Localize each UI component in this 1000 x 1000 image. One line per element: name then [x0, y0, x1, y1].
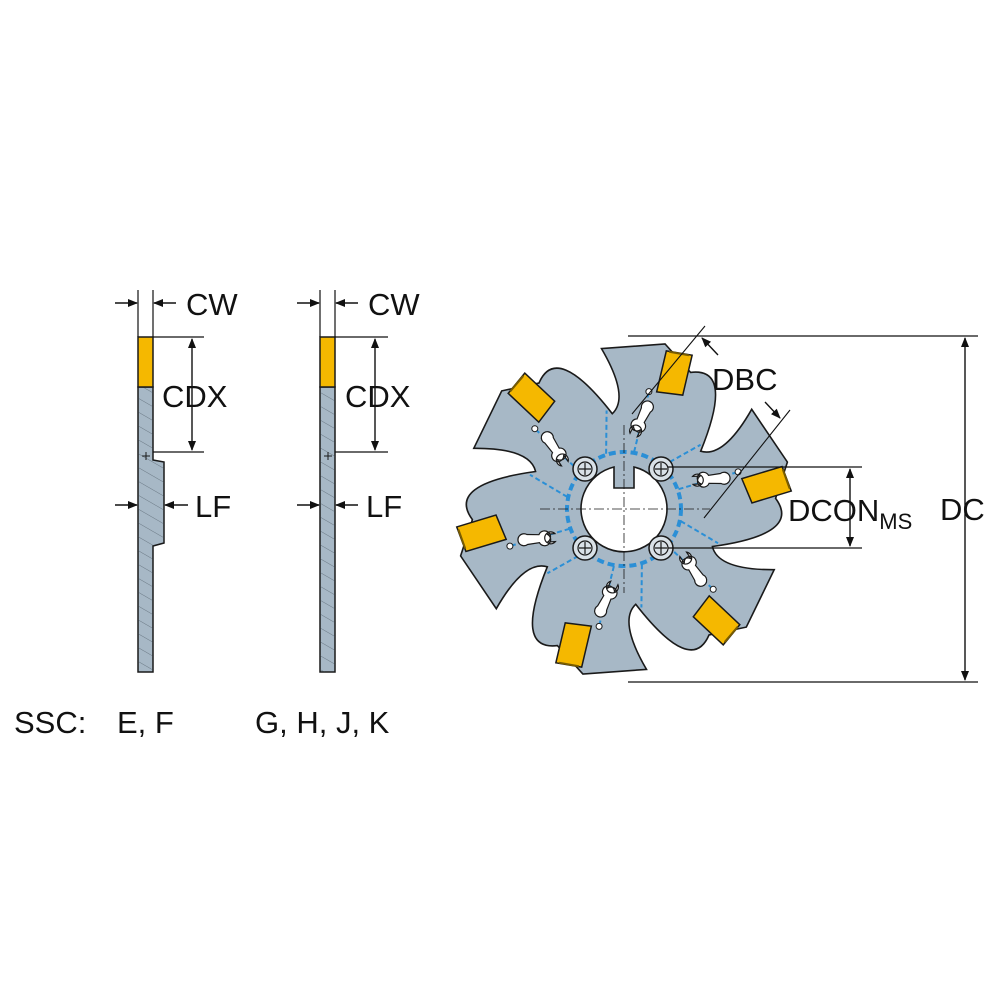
- mounting-screw-top-left: [572, 456, 598, 482]
- side-view-ef: [115, 290, 204, 673]
- coolant-channel: [680, 520, 719, 545]
- dbc-ext-upper: [631, 325, 706, 415]
- dcon-label-main: DCON: [788, 493, 880, 528]
- cutting-insert: [655, 350, 694, 396]
- mounting-screw-top-right: [648, 456, 674, 482]
- cutting-insert: [692, 594, 741, 646]
- coolant-channel: [640, 564, 643, 608]
- mounting-screw-bottom-left: [572, 535, 598, 561]
- ssc-group-ghjk: G, H, J, K: [255, 705, 390, 740]
- clamp-slot: [594, 580, 619, 618]
- cutting-insert: [455, 514, 508, 553]
- clamp-slot: [679, 551, 708, 587]
- dcon-label: DCONMS: [788, 493, 912, 533]
- coolant-nozzle: [645, 388, 653, 396]
- coolant-channel: [546, 551, 586, 575]
- dbc-arrow-lower: [764, 401, 781, 419]
- cw-label-ef: CW: [186, 287, 238, 322]
- dbc-ext-lower: [703, 409, 791, 519]
- cw-label-ghjk: CW: [368, 287, 420, 322]
- cutter-inserts: [455, 350, 793, 668]
- coolant-channel: [662, 443, 702, 467]
- cdx-label-ghjk: CDX: [345, 379, 411, 414]
- coolant-nozzle: [531, 425, 539, 433]
- chip-slots: [517, 400, 731, 618]
- clamp-slot: [517, 530, 557, 547]
- insert-ef: [137, 336, 154, 388]
- clamp-slot: [540, 431, 569, 467]
- cdx-label-ef: CDX: [162, 379, 228, 414]
- center-mark-ghjk: [324, 452, 332, 460]
- coolant-channel: [529, 473, 568, 498]
- dcon-label-subscript: MS: [879, 509, 913, 534]
- center-mark-ef: [142, 452, 150, 460]
- dc-label: DC: [940, 492, 985, 527]
- ssc-prefix: SSC:: [14, 705, 87, 740]
- clamp-slot: [691, 471, 731, 488]
- cutting-insert: [740, 465, 793, 504]
- ssc-group-ef: E, F: [117, 705, 174, 740]
- clamp-slot: [629, 400, 654, 438]
- coolant-nozzle: [709, 585, 717, 593]
- coolant-nozzle: [506, 542, 514, 550]
- hatching-ghjk: [320, 387, 335, 672]
- lf-label-ef: LF: [195, 489, 232, 524]
- lf-label-ghjk: LF: [366, 489, 403, 524]
- cutting-insert: [507, 372, 556, 424]
- cutter-front-view: [455, 325, 978, 683]
- dbc-label: DBC: [712, 362, 778, 397]
- hatching-ef: [138, 387, 164, 672]
- dbc-arrow-upper: [701, 337, 719, 356]
- coolant-nozzle: [595, 622, 603, 630]
- cutting-insert: [554, 622, 593, 668]
- side-view-ghjk: [297, 290, 388, 673]
- coolant-channel: [605, 410, 608, 454]
- insert-ghjk: [319, 336, 336, 388]
